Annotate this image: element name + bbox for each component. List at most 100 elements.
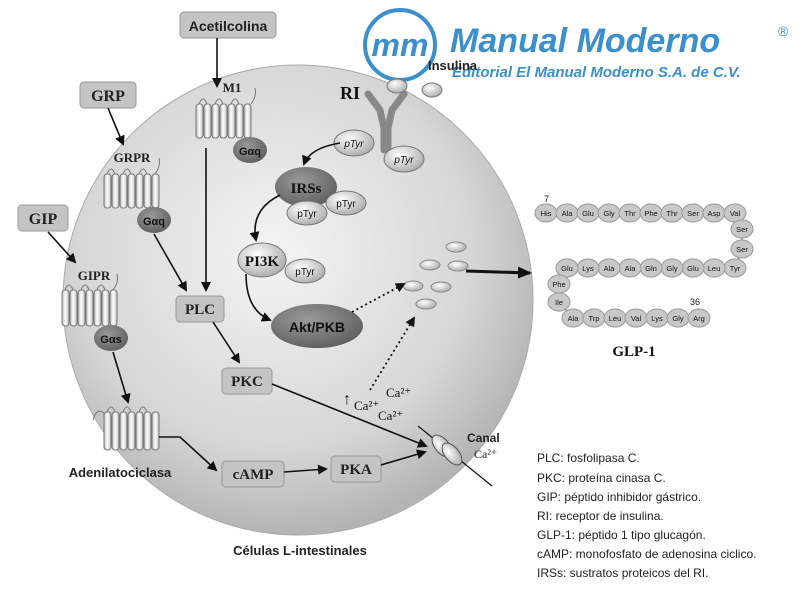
ptyr-irss-bottom-label: pTyr [297,209,317,220]
amino-acid-label: Phe [644,209,657,218]
legend-item: GLP-1: péptido 1 tipo glucagón. [537,528,706,542]
amino-acid-label: Gly [672,314,684,323]
grp-label: GRP [91,88,125,105]
camp-label: cAMP [233,467,274,483]
legend-item: GIP: péptido inhibidor gástrico. [537,490,701,504]
insulin-molecule-2 [421,82,443,98]
ptyr-ri-right-label: pTyr [393,155,414,166]
ptyr-pi3k-label: pTyr [295,267,315,278]
gaq-grpr [137,207,171,233]
amino-acid-label: Lys [651,314,663,323]
amino-acid-label: Gly [603,209,615,218]
vesicle [419,259,441,271]
pi3k-label: PI3K [245,254,280,270]
ca-increase-arrow: ↑ [343,391,351,408]
amino-acid-label: Lys [582,264,594,273]
amino-acid-label: Thr [666,209,678,218]
legend: PLC: fosfolipasa C. PKC: proteína cinasa… [537,451,756,580]
irss-label: IRSs [291,181,322,197]
acetilcolina-box [179,11,277,39]
legend-item: cAMP: monofosfato de adenosina ciclico. [537,547,756,561]
ptyr-ri-right [383,145,425,173]
amino-acid-residue [555,258,579,278]
amino-acid-label: Arg [693,314,705,323]
vesicle [402,280,424,292]
glp1-start-number: 7 [544,194,549,204]
irss-node [275,167,337,207]
pka-box [330,455,382,483]
amino-acid-label: Leu [708,264,721,273]
amino-acid-label: Ala [568,314,580,323]
akt-node [271,304,363,348]
gaq-grpr-label: Gαq [143,216,165,228]
amino-acid-label: Ser [736,225,748,234]
watermark-logo: mm [363,8,437,82]
amino-acid-label: Phe [552,280,565,289]
amino-acid-label: Val [631,314,642,323]
gip-label: GIP [29,211,58,228]
ptyr-irss-right [325,190,367,216]
adenilatociclasa [92,406,160,451]
gaq-m1 [233,137,267,163]
grpr-label: GRPR [114,150,151,165]
calcium-channel [431,434,463,466]
gip-box [17,204,69,232]
pkc-label: PKC [231,374,263,390]
ptyr-ri-left [333,129,375,157]
insulin-receptor [364,90,408,154]
amino-acid-label: Ala [562,209,574,218]
vesicle [445,241,467,253]
vesicle [447,260,469,272]
amino-acid-label: Leu [609,314,622,323]
plc-box [175,295,225,323]
amino-acid-label: Ser [736,245,748,254]
ca-label-3: Ca²⁺ [378,408,403,423]
amino-acid-label: Asp [708,209,721,218]
amino-acid-residue [730,239,754,259]
amino-acid-label: Thr [624,209,636,218]
gas-gipr-label: Gαs [100,334,121,346]
amino-acid-label: Tyr [730,264,741,273]
ptyr-pi3k [284,258,326,284]
insulina-label: Insulina [428,58,478,73]
amino-acid-label: Glu [582,209,594,218]
pka-label: PKA [340,462,372,478]
acetilcolina-label: Acetilcolina [189,18,268,34]
pi3k-node [237,242,287,278]
ca-label-1: Ca²⁺ [354,398,379,413]
watermark-logo-text: mm [372,27,429,63]
amino-acid-label: His [541,209,552,218]
watermark-tagline: Editorial El Manual Moderno S.A. de C.V. [452,64,741,81]
ptyr-ri-left-label: pTyr [343,139,364,150]
glp1-end-number: 36 [690,297,700,307]
amino-acid-label: Ile [555,298,563,307]
amino-acid-label: Ala [625,264,637,273]
gaq-m1-label: Gαq [239,146,261,158]
amino-acid-label: Ser [687,209,699,218]
ca-label-2: Ca²⁺ [386,385,411,400]
amino-acid-residue [730,219,754,239]
m1-label: M1 [223,80,242,95]
gipr-label: GIPR [78,268,111,283]
ptyr-irss-bottom [286,200,328,226]
m1-receptor [195,87,256,139]
amino-acid-label: Glu [687,264,699,273]
canal-ca-label: Ca²⁺ [474,447,497,461]
adenilatociclasa-label: Adenilatociclasa [69,465,172,480]
vesicle [430,281,452,293]
legend-item: PKC: proteína cinasa C. [537,471,666,485]
insulin-molecule-1 [386,78,408,94]
legend-item: RI: receptor de insulina. [537,509,664,523]
amino-acid-label: Gln [645,264,657,273]
ri-label: RI [340,83,360,103]
amino-acid-label: Trp [589,314,600,323]
ptyr-irss-right-label: pTyr [336,199,356,210]
vesicle [415,298,437,310]
watermark-brand: Manual Moderno [450,22,720,60]
akt-label: Akt/PKB [289,319,345,335]
gas-gipr [94,325,128,351]
camp-box [221,460,285,488]
amino-acid-residue [547,292,571,312]
